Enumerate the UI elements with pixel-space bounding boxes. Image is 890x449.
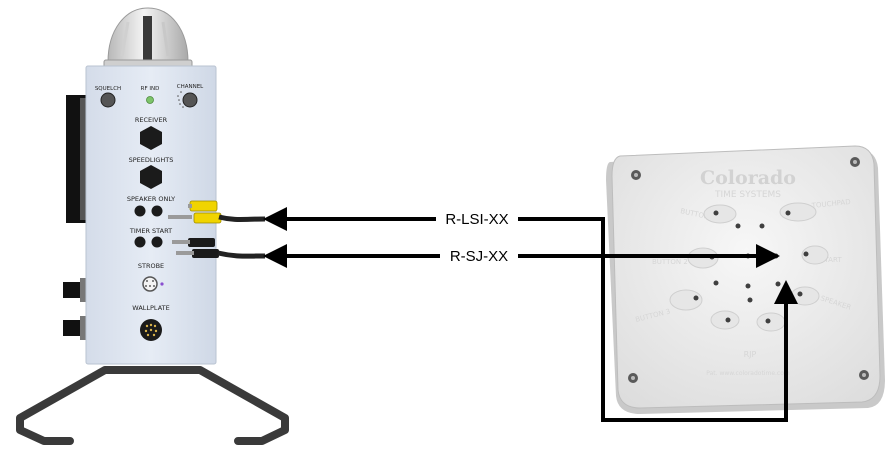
rf-ind-led bbox=[146, 96, 154, 104]
strobe-port bbox=[142, 276, 158, 292]
receiver-unit: SQUELCH RF IND CHANNEL RECEIVER SPEEDLIG… bbox=[16, 7, 289, 445]
jack-label-button2: BUTTON 2 bbox=[652, 258, 688, 266]
black-plug-upper bbox=[188, 238, 215, 247]
plate-footer: Pat. www.coloradotime.com bbox=[706, 370, 790, 377]
yellow-banana-plugs bbox=[168, 200, 266, 224]
black-plug-lower bbox=[192, 249, 219, 258]
channel-label: CHANNEL bbox=[177, 84, 204, 90]
model-label: RJP bbox=[744, 350, 757, 359]
antenna-dome bbox=[103, 7, 193, 69]
rf-ind-label: RF IND bbox=[141, 86, 160, 92]
black-banana-plugs bbox=[172, 238, 266, 259]
wallplate-port-label: WALLPLATE bbox=[132, 304, 169, 312]
receiver-port-label: RECEIVER bbox=[135, 116, 168, 124]
squelch-knob bbox=[100, 92, 116, 108]
brand-subtitle: TIME SYSTEMS bbox=[714, 190, 781, 200]
timer-start-jack-right bbox=[151, 236, 163, 248]
yellow-plug-upper bbox=[189, 200, 218, 212]
wall-plate-screws bbox=[628, 157, 869, 383]
strobe-indicator-dot bbox=[160, 282, 164, 286]
speedlights-port bbox=[140, 165, 162, 189]
receiver-stand bbox=[16, 366, 289, 445]
cable-label-r-lsi-xx: R-LSI-XX bbox=[445, 211, 508, 228]
connection-arrows: R-LSI-XX R-SJ-XX bbox=[263, 207, 798, 422]
speedlights-port-label: SPEEDLIGHTS bbox=[129, 156, 174, 164]
side-connector-upper bbox=[63, 278, 90, 302]
strobe-port-label: STROBE bbox=[138, 262, 164, 270]
speaker-only-jack-right bbox=[151, 205, 163, 217]
wallplate-port-pins bbox=[144, 323, 158, 337]
side-bracket-shadow bbox=[80, 98, 88, 220]
yellow-plug-cable bbox=[218, 214, 266, 222]
receiver-port bbox=[140, 126, 162, 150]
channel-dial-ticks bbox=[177, 91, 184, 108]
timer-start-port-label: TIMER START bbox=[129, 227, 172, 235]
squelch-label: SQUELCH bbox=[95, 86, 121, 92]
cable-label-r-sj-xx: R-SJ-XX bbox=[450, 248, 508, 265]
speaker-only-jack-left bbox=[134, 205, 146, 217]
plate-pads bbox=[669, 202, 829, 332]
brand-name: Colorado bbox=[700, 167, 796, 189]
channel-knob bbox=[182, 92, 198, 108]
yellow-plug-lower bbox=[193, 212, 222, 224]
timer-start-jack-left bbox=[134, 236, 146, 248]
black-plug-cable bbox=[217, 250, 266, 259]
arrow-r-lsi-path bbox=[518, 217, 798, 422]
speaker-only-port-label: SPEAKER ONLY bbox=[127, 195, 175, 203]
side-connector-lower bbox=[63, 316, 90, 340]
jack-label-start: START bbox=[820, 256, 842, 264]
strobe-port-pins bbox=[145, 280, 155, 287]
wall-plate: Colorado TIME SYSTEMS BUTTON 1 TOUCHPAD … bbox=[606, 145, 885, 414]
